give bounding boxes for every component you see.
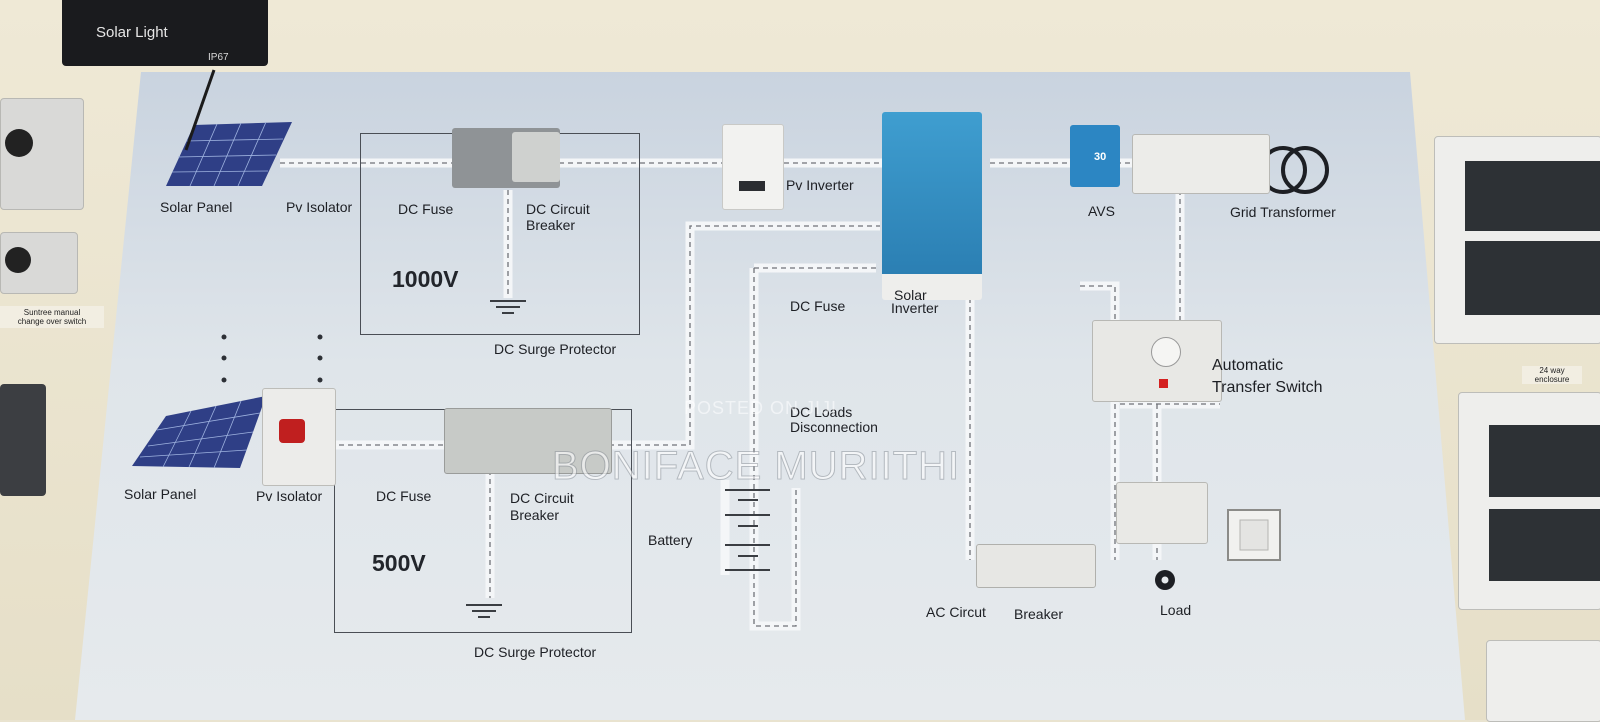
decor-dots (221, 334, 323, 383)
wall-device-dark (0, 384, 46, 496)
label-dc-loads-2: Disconnection (790, 419, 878, 435)
ats-handle-icon (1151, 337, 1181, 367)
solar-panel-top-icon (166, 69, 292, 187)
pv-isolator-device (262, 388, 336, 486)
grid-breakers (1132, 134, 1270, 194)
ac-breaker-device (976, 544, 1096, 588)
distribution-enclosure-2 (1458, 392, 1600, 610)
label-solar-panel-bottom: Solar Panel (124, 486, 197, 502)
label-dc-breaker-bottom-2: Breaker (510, 507, 560, 523)
label-ats-2: Transfer Switch (1212, 379, 1323, 396)
label-avs: AVS (1088, 203, 1115, 219)
pv-inverter-device (722, 124, 784, 210)
label-pv-inverter: Pv Inverter (786, 177, 854, 193)
dc-fuse-breaker-top-front (512, 132, 560, 182)
ground-symbol-icon (466, 300, 526, 618)
label-solar-inverter-2: Inverter (891, 300, 939, 316)
label-surge-bottom: DC Surge Protector (474, 644, 597, 660)
solar-light-rating: IP67 (208, 52, 229, 63)
label-ac-breaker-1: AC Circut (926, 604, 986, 620)
label-dc-breaker-top-2: Breaker (526, 217, 576, 233)
label-dc-fuse-mid: DC Fuse (790, 298, 846, 314)
label-voltage-bottom: 500V (372, 550, 426, 576)
label-dc-loads-1: DC Loads (790, 404, 853, 420)
label-solar-panel-top: Solar Panel (160, 199, 233, 215)
watermark-line1: POSTED ON JIJI (684, 398, 838, 418)
changeover-switch-2 (0, 232, 78, 294)
label-pv-isolator-bottom: Pv Isolator (256, 488, 323, 504)
solar-light-title: Solar Light (96, 24, 168, 41)
label-dc-breaker-top-1: DC Circuit (526, 201, 590, 217)
enclosure-label-line1: 24 way (1539, 366, 1565, 375)
label-ac-breaker-2: Breaker (1014, 606, 1064, 622)
solar-panel-bottom-icon (132, 396, 266, 469)
distribution-enclosure-3 (1486, 640, 1600, 722)
watermark-line2: BONIFACE MURIITHI (551, 444, 961, 489)
changeover-label-line2: change over switch (17, 317, 87, 326)
load-breaker-device (1116, 482, 1208, 544)
solar-inverter-device (882, 112, 982, 300)
distribution-enclosure-1 (1434, 136, 1600, 344)
label-dc-fuse-top: DC Fuse (398, 201, 454, 217)
solar-light-sign: Solar Light IP67 (62, 0, 268, 66)
label-grid-transformer: Grid Transformer (1230, 204, 1336, 220)
transformer-icon (1259, 146, 1329, 194)
enclosure-label: 24 way enclosure (1522, 366, 1582, 384)
enclosure-label-line2: enclosure (1534, 375, 1570, 384)
label-ats-1: Automatic (1212, 357, 1284, 374)
label-load: Load (1160, 602, 1192, 618)
ats-device (1092, 320, 1222, 402)
label-surge-top: DC Surge Protector (494, 341, 617, 357)
avs-device: 30 (1070, 125, 1120, 187)
label-voltage-top: 1000V (392, 266, 459, 292)
label-solar-inverter-1: Solar (894, 287, 927, 303)
changeover-label-line1: Suntree manual (23, 308, 81, 317)
label-battery: Battery (648, 532, 693, 548)
dc-fuse-breaker-bottom (444, 408, 612, 474)
battery-symbol-icon (725, 489, 770, 571)
rotary-knob-icon (5, 129, 33, 157)
isolator-knob-icon (279, 419, 305, 443)
label-pv-isolator-top: Pv Isolator (286, 199, 353, 215)
ats-indicator (1159, 379, 1168, 388)
changeover-label: Suntree manual change over switch (0, 306, 104, 328)
rotary-knob-icon (5, 247, 31, 273)
changeover-switch-1 (0, 98, 84, 210)
label-dc-breaker-bottom-1: DC Circuit (510, 490, 574, 506)
label-dc-fuse-bottom: DC Fuse (376, 488, 432, 504)
avs-display: 30 (1094, 151, 1107, 163)
